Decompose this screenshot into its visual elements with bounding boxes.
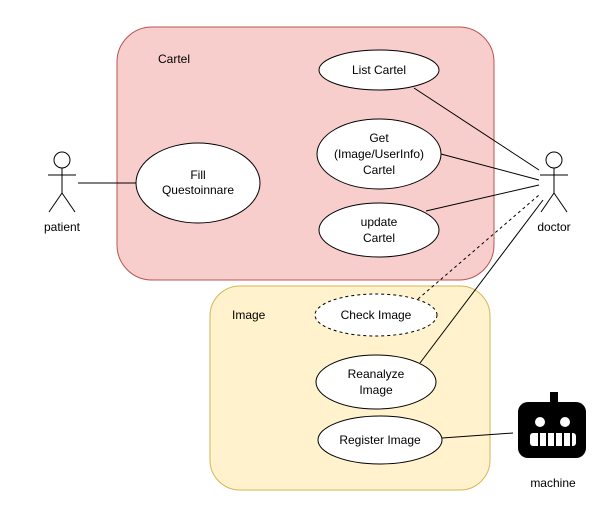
actor-machine-label: machine — [530, 476, 576, 490]
stick-figure-icon — [48, 151, 76, 213]
association-doctor-check-image — [417, 194, 540, 300]
usecase-update-cartel-line-1: update — [361, 215, 398, 229]
associations — [78, 87, 544, 439]
usecase-get-cartel[interactable]: Get (Image/UserInfo) Cartel — [316, 118, 442, 190]
usecase-check-image-line-1: Check Image — [341, 308, 412, 322]
usecase-update-cartel-line-2: Cartel — [363, 231, 395, 245]
association-doctor-update-cartel — [425, 184, 540, 212]
usecase-list-cartel[interactable]: List Cartel — [318, 49, 440, 91]
usecase-get-cartel-line-2: (Image/UserInfo) — [334, 147, 424, 161]
usecase-register-image[interactable]: Register Image — [317, 415, 443, 465]
association-doctor-reanalyze-image — [419, 199, 544, 364]
usecase-reanalyze-image-line-2: Image — [359, 383, 393, 397]
usecase-check-image[interactable]: Check Image — [314, 293, 438, 337]
robot-icon — [518, 392, 586, 458]
usecase-get-cartel-line-1: Get — [369, 131, 389, 145]
association-machine-register-image — [441, 432, 514, 439]
usecase-update-cartel[interactable]: update Cartel — [318, 202, 440, 258]
stick-figure-icon — [540, 151, 568, 213]
usecase-fill-questionnaire[interactable]: Fill Questoinnare — [135, 142, 261, 224]
association-doctor-list-cartel — [413, 87, 540, 171]
actor-patient-label: patient — [44, 220, 81, 234]
usecase-reanalyze-image[interactable]: Reanalyze Image — [315, 354, 437, 410]
usecase-get-cartel-line-3: Cartel — [363, 163, 395, 177]
actor-patient[interactable]: patient — [44, 151, 81, 234]
usecase-list-cartel-line-1: List Cartel — [352, 63, 406, 77]
usecase-fill-questionnaire-line-1: Fill — [190, 168, 205, 182]
actor-doctor[interactable]: doctor — [537, 151, 571, 234]
actor-doctor-label: doctor — [537, 220, 570, 234]
actor-machine[interactable]: machine — [518, 392, 586, 490]
usecase-register-image-line-1: Register Image — [339, 433, 421, 447]
image-container-label: Image — [232, 308, 266, 322]
association-doctor-get-cartel — [440, 153, 540, 181]
usecase-reanalyze-image-line-1: Reanalyze — [348, 367, 405, 381]
usecase-fill-questionnaire-line-2: Questoinnare — [162, 183, 234, 197]
cartel-container-label: Cartel — [158, 52, 190, 66]
